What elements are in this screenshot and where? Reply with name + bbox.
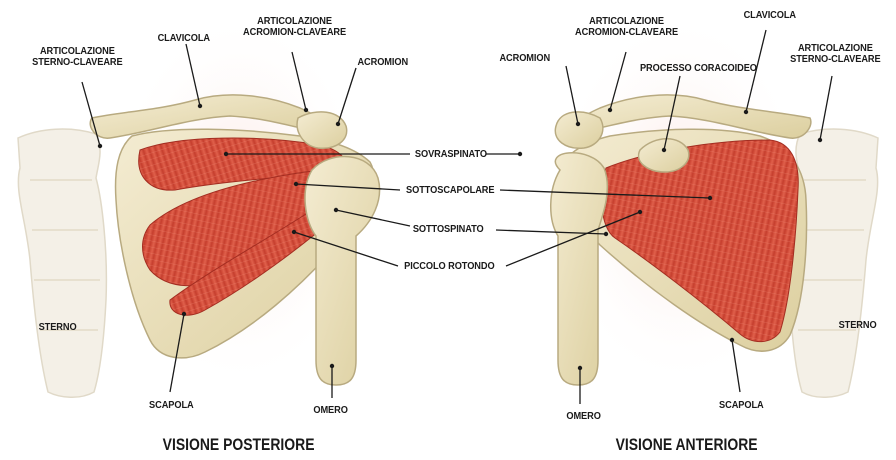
label-acromioclavicular-anterior: ARTICOLAZIONE ACROMION-CLAVEARE xyxy=(575,16,678,38)
title-anterior-view: VISIONE ANTERIORE xyxy=(616,435,758,455)
label-subscapularis: SOTTOSCAPOLARE xyxy=(406,185,494,196)
label-acromioclavicular-posterior: ARTICOLAZIONE ACROMION-CLAVEARE xyxy=(243,16,346,38)
label-sternum-posterior: STERNO xyxy=(39,322,77,333)
label-sterno-clavicular-posterior: ARTICOLAZIONE STERNO-CLAVEARE xyxy=(32,46,122,68)
label-teres-minor: PICCOLO ROTONDO xyxy=(404,261,494,272)
label-scapula-anterior: SCAPOLA xyxy=(719,400,764,411)
label-infraspinatus: SOTTOSPINATO xyxy=(413,224,484,235)
label-acromion-anterior: ACROMION xyxy=(499,53,550,64)
label-clavicle-anterior: CLAVICOLA xyxy=(744,10,796,21)
label-clavicle-posterior: CLAVICOLA xyxy=(158,33,210,44)
label-humerus-anterior: OMERO xyxy=(566,411,600,422)
label-acromion-posterior: ACROMION xyxy=(357,57,408,68)
posterior-view xyxy=(18,95,380,397)
label-coracoid-process: PROCESSO CORACOIDEO xyxy=(640,63,757,74)
label-sterno-clavicular-anterior: ARTICOLAZIONE STERNO-CLAVEARE xyxy=(790,43,880,65)
label-humerus-posterior: OMERO xyxy=(313,405,347,416)
label-sternum-anterior: STERNO xyxy=(839,320,877,331)
sternum-posterior xyxy=(18,129,106,397)
label-scapula-posterior: SCAPOLA xyxy=(149,400,194,411)
label-supraspinatus: SOVRASPINATO xyxy=(415,149,487,160)
title-posterior-view: VISIONE POSTERIORE xyxy=(163,435,315,455)
acromion-anterior xyxy=(555,112,603,148)
humerus-posterior xyxy=(305,157,380,385)
